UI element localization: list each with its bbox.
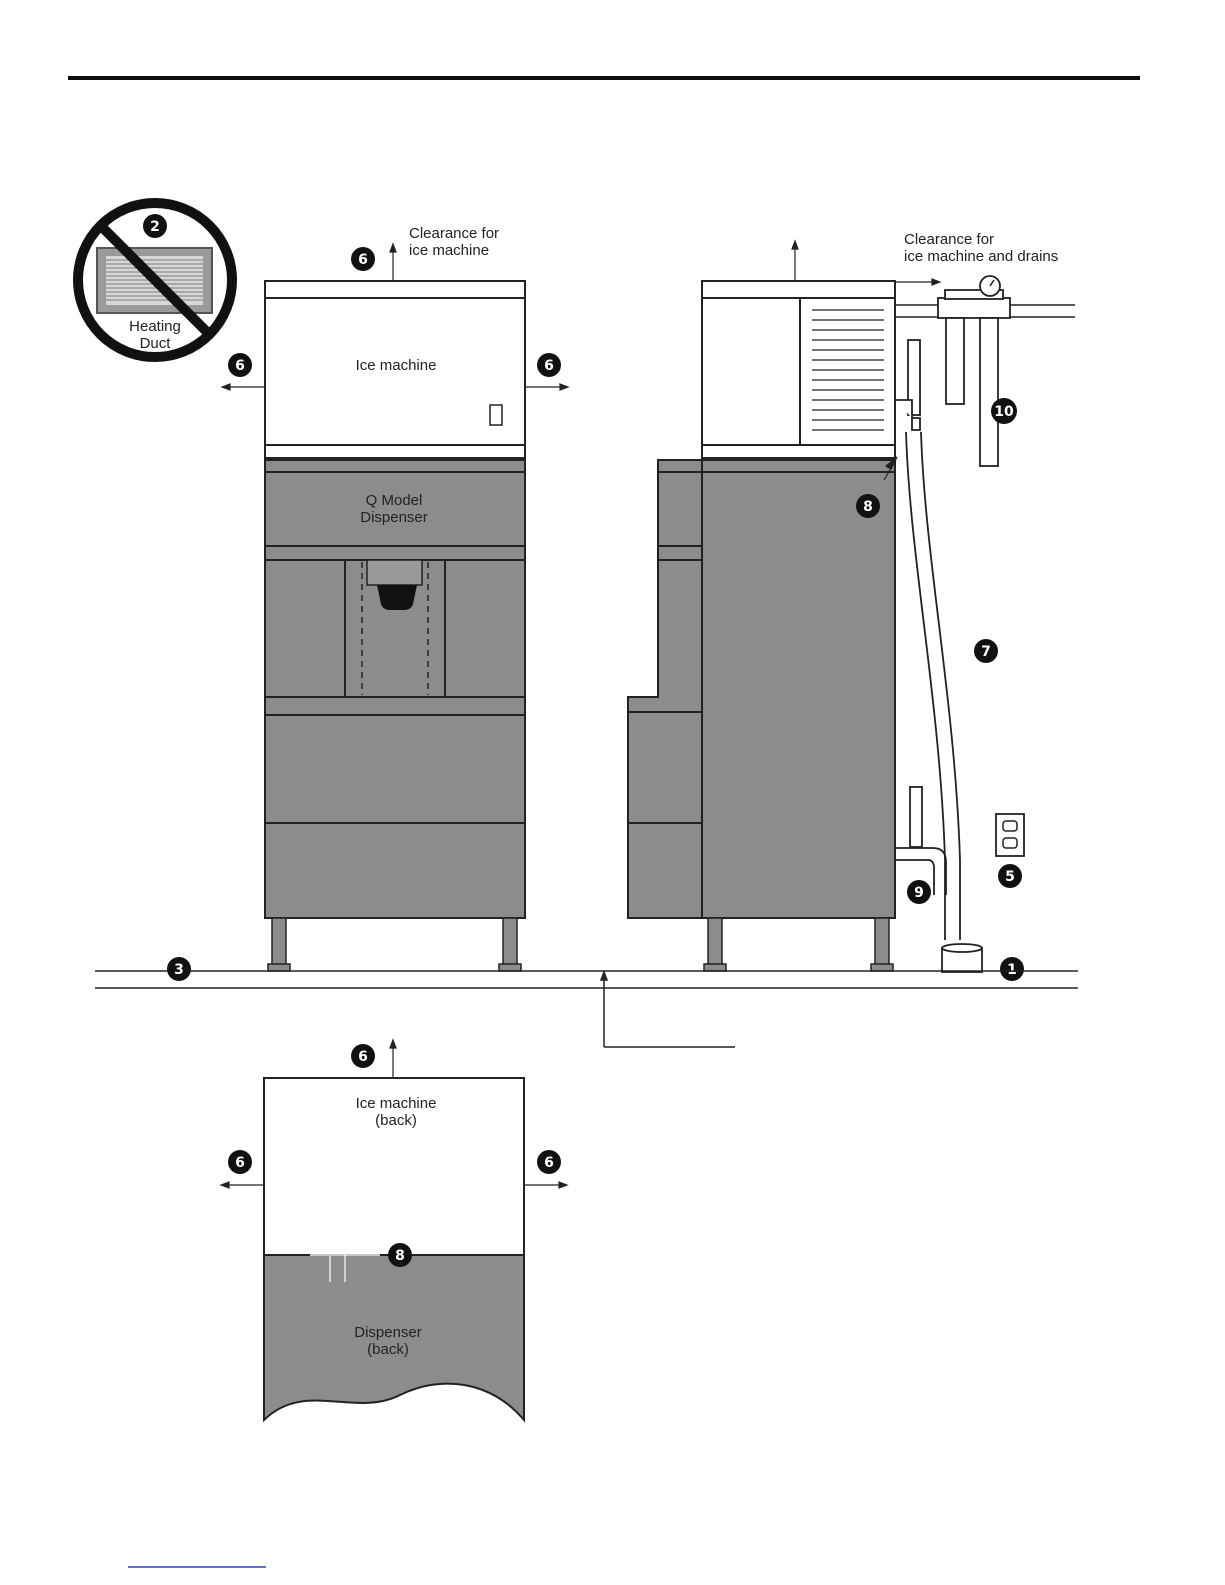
heating-duct-label-2: Duct (140, 335, 172, 352)
ice-machine-back-label-2: (back) (375, 1112, 417, 1129)
heating-duct-label-1: Heating (129, 318, 181, 335)
callout-7: 7 (974, 639, 998, 663)
callout-1: 1 (1000, 957, 1024, 981)
callout-8-back-number: 8 (395, 1248, 405, 1264)
callout-9: 9 (907, 880, 931, 904)
callout-6-right-number: 6 (544, 358, 554, 374)
callout-6-back-left: 6 (228, 1150, 252, 1174)
dispenser-back-label-1: Dispenser (354, 1324, 422, 1341)
callout-10-number: 10 (994, 404, 1014, 420)
callout-6-back-right: 6 (537, 1150, 561, 1174)
clearance-ice-machine-label-2: ice machine (409, 242, 489, 259)
callout-3: 3 (167, 957, 191, 981)
callout-6-back-right-number: 6 (544, 1155, 554, 1171)
ice-machine-drain-tube (896, 340, 960, 940)
front-view (265, 281, 525, 971)
clearance-ice-machine-label-1: Clearance for (409, 225, 499, 242)
callout-7-number: 7 (981, 644, 991, 660)
callout-6-back-left-number: 6 (235, 1155, 245, 1171)
callout-6-top: 6 (351, 247, 375, 271)
ice-machine-label: Ice machine (356, 357, 437, 374)
electrical-outlet-icon (996, 814, 1024, 856)
callout-8-back: 8 (388, 1243, 412, 1267)
callout-6-back-top-number: 6 (358, 1049, 368, 1065)
callout-5: 5 (998, 864, 1022, 888)
callout-3-number: 3 (174, 962, 184, 978)
callout-6-top-number: 6 (358, 252, 368, 268)
dispenser-back-label-2: (back) (367, 1341, 409, 1358)
clearance-drains-label-1: Clearance for (904, 231, 994, 248)
floor (95, 971, 1078, 1047)
dispense-chute (377, 585, 417, 610)
dispenser-drain (895, 787, 946, 895)
floor-drain-icon (942, 944, 982, 972)
callout-1-number: 1 (1007, 962, 1017, 978)
q-model-label-1: Q Model (366, 492, 423, 509)
q-model-label-2: Dispenser (360, 509, 428, 526)
callout-2: 2 (143, 214, 167, 238)
callout-6-left: 6 (228, 353, 252, 377)
callout-5-number: 5 (1005, 869, 1015, 885)
callout-8-side-number: 8 (863, 499, 873, 515)
ice-machine-back-label-1: Ice machine (356, 1095, 437, 1112)
callout-6-right: 6 (537, 353, 561, 377)
callout-10: 10 (991, 398, 1017, 424)
side-view (628, 281, 895, 971)
callout-6-left-number: 6 (235, 358, 245, 374)
callout-6-back-top: 6 (351, 1044, 375, 1068)
dispenser-side (628, 460, 895, 918)
pressure-gauge-icon (980, 276, 1000, 296)
callout-9-number: 9 (914, 885, 924, 901)
callout-8-side: 8 (856, 494, 880, 518)
callout-2-number: 2 (150, 219, 160, 235)
clearance-drains-label-2: ice machine and drains (904, 248, 1058, 265)
